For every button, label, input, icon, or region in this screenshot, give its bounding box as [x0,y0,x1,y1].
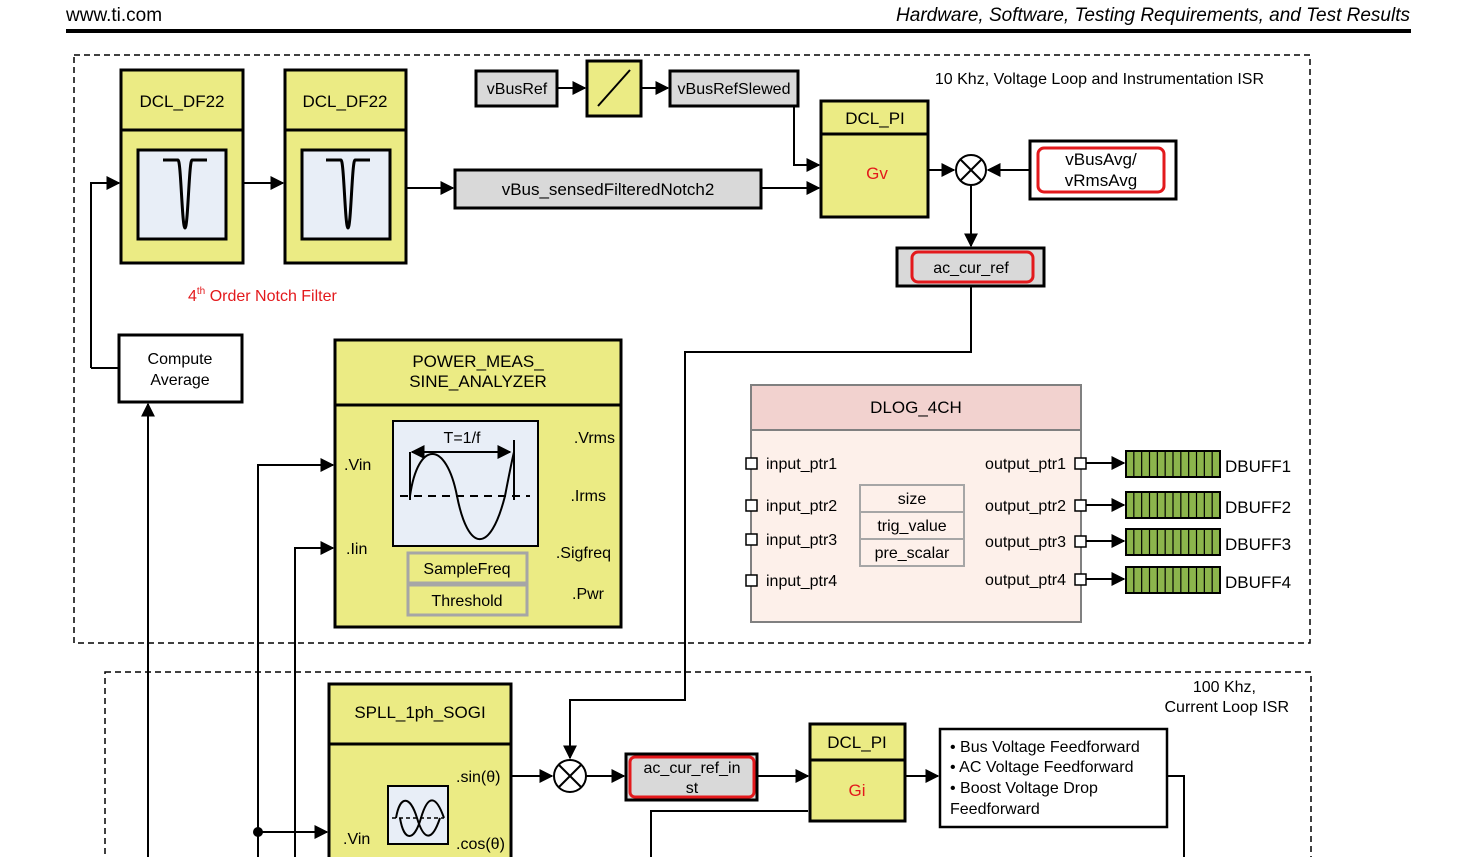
current-pi-title: DCL_PI [827,733,887,752]
spll-cos-port: .cos(θ) [456,836,505,853]
feedforward-item-tail: Feedforward [950,801,1040,818]
notch-filter-caption: 4th Order Notch Filter [188,286,338,305]
dlog-input-1: input_ptr1 [766,456,837,473]
spll-sin-port: .sin(θ) [456,769,500,786]
feedforward-block [938,727,1169,829]
ac-cur-ref-label: ac_cur_ref [933,260,1009,277]
spll-title: SPLL_1ph_SOGI [354,703,485,722]
header-site: www.ti.com [65,5,162,26]
compute-average-line1: Compute [148,351,213,368]
spll-vin-port: .Vin [343,831,370,848]
feedforward-item-2: • AC Voltage Feedforward [950,759,1134,776]
voltage-loop-isr-label: 10 Khz, Voltage Loop and Instrumentation… [935,71,1264,88]
ac-cur-ref-inst-highlight [628,755,756,799]
dlog-buffers [1125,450,1221,594]
dlog-output-2: output_ptr2 [985,498,1066,515]
voltage-pi-controller: DCL_PI Gv [819,99,930,219]
dbuff3-label: DBUFF3 [1225,535,1291,554]
svg-text:SampleFreq: SampleFreq [423,561,510,578]
notch1-title: DCL_DF22 [139,92,224,111]
connectors [90,81,1185,857]
current-loop-isr-region [104,671,1312,857]
dlog-output-3: output_ptr3 [985,534,1066,551]
dlog-input-3: input_ptr3 [766,532,837,549]
svg-text:Threshold: Threshold [431,593,502,610]
dbuff2-label: DBUFF2 [1225,498,1291,517]
current-pi-gain: Gi [849,781,866,800]
vbus-ref-slewed-signal [668,69,800,108]
ramp-icon [597,69,631,107]
spll-1ph-sogi: SPLL_1ph_SOGI .sin(θ) .cos(θ) .Vin [327,682,513,857]
ac-cur-ref-highlight [910,250,1035,284]
notch-filter-1: DCL_DF22 [119,68,245,265]
port-irms: .Irms [570,488,606,505]
dlog-input-4: input_ptr4 [766,573,837,590]
dlog-output-1: output_ptr1 [985,456,1066,473]
period-label: T=1/f [444,430,481,447]
feedforward-item-3: • Boost Voltage Drop [950,780,1098,797]
ac-cur-ref-inst-line1: ac_cur_ref_in [644,760,741,777]
vbus-ref-slewed-label: vBusRefSlewed [678,81,791,98]
dlog-param-trig: trig_value [877,518,946,535]
voltage-pi-title: DCL_PI [845,109,905,128]
voltage-pi-gain: Gv [866,164,888,183]
notch2-title: DCL_DF22 [302,92,387,111]
power-meas-title-1: POWER_MEAS_ [412,352,544,371]
compute-average-block [117,333,244,404]
dbuff4-label: DBUFF4 [1225,573,1291,592]
dlog-4ch: DLOG_4CH input_ptr1 input_ptr2 input_ptr… [745,384,1087,623]
power-meas-sine-analyzer: POWER_MEAS_ SINE_ANALYZER T=1/f SampleFr… [333,338,623,629]
header-rule [66,29,1411,33]
port-sigfreq: .Sigfreq [556,545,611,562]
voltage-loop-isr-region [73,54,1311,644]
port-iin: .Iin [346,541,367,558]
dlog-input-2: input_ptr2 [766,498,837,515]
vbus-ref-signal [474,69,559,108]
vbus-avg-line1: vBusAvg/ [1065,150,1137,169]
header-section: Hardware, Software, Testing Requirements… [896,5,1410,26]
notch-filter-2: DCL_DF22 [283,68,408,265]
port-vrms: .Vrms [574,430,615,447]
power-meas-title-2: SINE_ANALYZER [409,372,547,391]
dlog-param-prescalar: pre_scalar [875,545,950,562]
param-threshold [406,583,529,617]
vbus-avg-highlight [1036,146,1166,194]
dlog-output-4: output_ptr4 [985,572,1066,589]
port-vin: .Vin [344,457,371,474]
compute-average-line2: Average [150,372,209,389]
dlog-title: DLOG_4CH [870,398,962,417]
ac-cur-ref-inst-line2: st [686,780,699,797]
current-loop-isr-line2: Current Loop ISR [1164,699,1289,716]
vbus-avg-line2: vRmsAvg [1065,171,1137,190]
current-pi-controller: DCL_PI Gi [808,722,907,823]
dlog-param-size: size [898,491,927,508]
vbus-filtered-label: vBus_sensedFilteredNotch2 [502,180,715,199]
current-loop-isr-line1: 100 Khz, [1193,679,1256,696]
dbuff1-label: DBUFF1 [1225,457,1291,476]
vbus-ref-label: vBusRef [487,81,548,98]
junction-dot [253,827,263,837]
pll-waveform-icon [387,785,449,845]
param-sample-freq [406,551,529,585]
port-pwr: .Pwr [572,586,605,603]
feedforward-item-1: • Bus Voltage Feedforward [950,739,1140,756]
